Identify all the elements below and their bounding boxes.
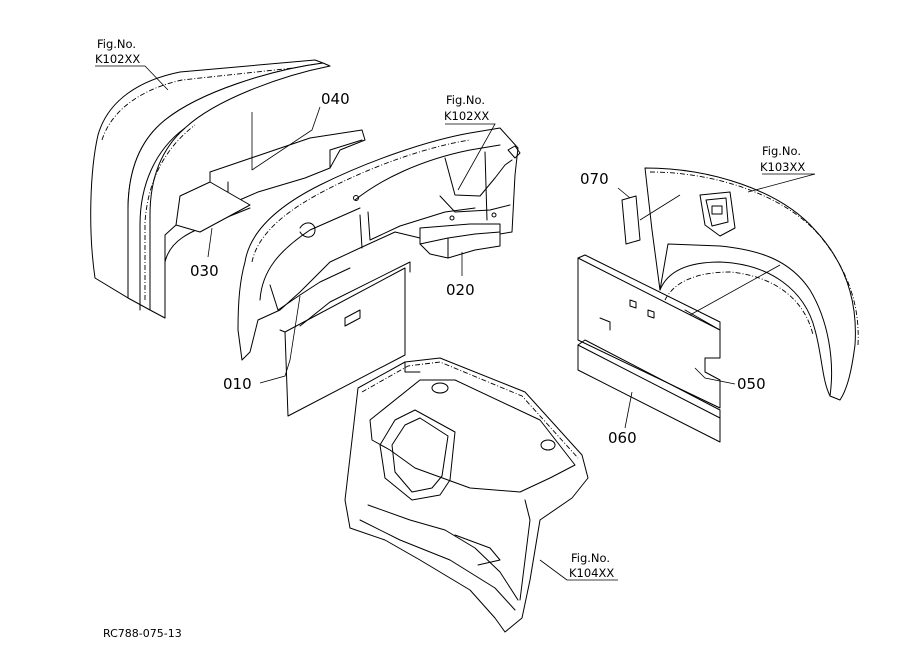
leader-ref-top-left <box>95 65 169 91</box>
fig-ref-number: K103XX <box>760 160 805 174</box>
side-cover-right <box>644 167 859 401</box>
leader-050 <box>694 367 736 385</box>
drawing-code: RC788-075-13 <box>103 627 182 640</box>
fig-ref-number: K102XX <box>444 109 489 123</box>
fig-ref-label: Fig.No. <box>446 93 485 107</box>
part-060-strip <box>577 339 721 443</box>
part-label-030: 030 <box>190 262 219 280</box>
bottom-tray <box>344 357 589 633</box>
leader-lines <box>95 65 816 581</box>
figure-reference-top-left: Fig.No. K102XX <box>95 37 140 66</box>
part-050-plate <box>577 254 721 409</box>
figure-reference-right: Fig.No. K103XX <box>760 144 805 174</box>
part-010-sheet <box>279 261 411 417</box>
part-label-040: 040 <box>321 90 350 108</box>
part-label-050: 050 <box>737 375 766 393</box>
leader-010 <box>259 295 301 384</box>
leader-070 <box>617 187 681 221</box>
part-070-pad <box>621 195 641 245</box>
part-020-block <box>419 223 501 259</box>
leader-030 <box>207 227 213 258</box>
leader-ref-right <box>747 173 816 193</box>
part-label-070: 070 <box>580 170 609 188</box>
part-label-060: 060 <box>608 429 637 447</box>
part-label-010: 010 <box>223 375 252 393</box>
leader-040 <box>251 106 321 171</box>
leader-ref-top-center <box>445 123 496 191</box>
fig-ref-label: Fig.No. <box>97 37 136 51</box>
fig-ref-number: K102XX <box>95 52 140 66</box>
leader-ref-bottom <box>539 559 618 581</box>
fig-ref-label: Fig.No. <box>571 551 610 565</box>
leader-panel-line <box>689 264 781 316</box>
figure-reference-bottom: Fig.No. K104XX <box>569 551 614 580</box>
leader-060 <box>624 391 633 429</box>
center-panel-frame <box>237 127 521 361</box>
fig-ref-number: K104XX <box>569 566 614 580</box>
fig-ref-label: Fig.No. <box>762 144 801 158</box>
part-040-pad <box>164 129 366 263</box>
figure-reference-top-center: Fig.No. K102XX <box>444 93 489 123</box>
part-label-020: 020 <box>446 281 475 299</box>
